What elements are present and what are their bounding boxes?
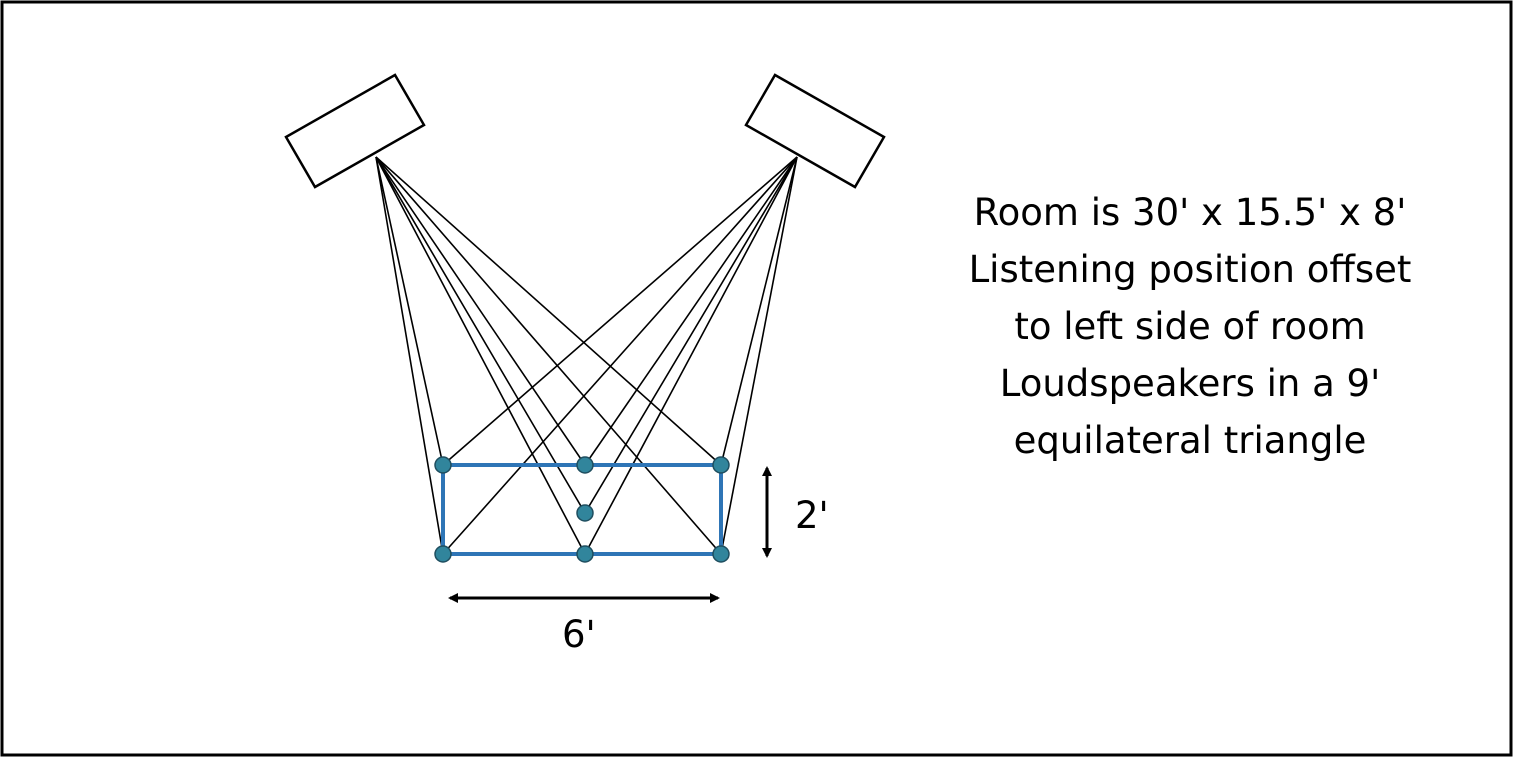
right-speaker-ray [584, 156, 798, 514]
depth-label: 2' [795, 494, 829, 537]
left-speaker-ray [375, 156, 444, 466]
right-speaker-ray [584, 156, 798, 466]
sound-rays [375, 156, 798, 555]
note-line: equilateral triangle [1014, 419, 1367, 462]
width-label: 6' [562, 613, 596, 656]
right-speaker-ray [442, 156, 798, 555]
measurement-points [434, 456, 730, 563]
measurement-point [712, 545, 730, 563]
left-speaker-ray [375, 156, 586, 555]
right-speaker-ray [442, 156, 798, 466]
note-line: to left side of room [1014, 305, 1365, 348]
right-speaker-ray [720, 156, 798, 466]
room-notes: Room is 30' x 15.5' x 8' Listening posit… [969, 191, 1412, 462]
left-speaker-ray [375, 156, 722, 466]
measurement-point [576, 545, 594, 563]
note-line: Listening position offset [969, 248, 1412, 291]
measurement-point [434, 545, 452, 563]
left-speaker-ray [375, 156, 586, 466]
right-speaker-ray [584, 156, 798, 555]
right-speaker-ray [720, 156, 798, 555]
measurement-point [434, 456, 452, 474]
left-speaker-ray [375, 156, 444, 555]
measurement-point [712, 456, 730, 474]
note-line: Room is 30' x 15.5' x 8' [974, 191, 1407, 234]
left-speaker-ray [375, 156, 586, 514]
measurement-point [576, 504, 594, 522]
measurement-point [576, 456, 594, 474]
note-line: Loudspeakers in a 9' [1000, 362, 1381, 405]
left-speaker [284, 73, 426, 189]
left-speaker-ray [375, 156, 722, 555]
right-speaker [744, 73, 886, 189]
